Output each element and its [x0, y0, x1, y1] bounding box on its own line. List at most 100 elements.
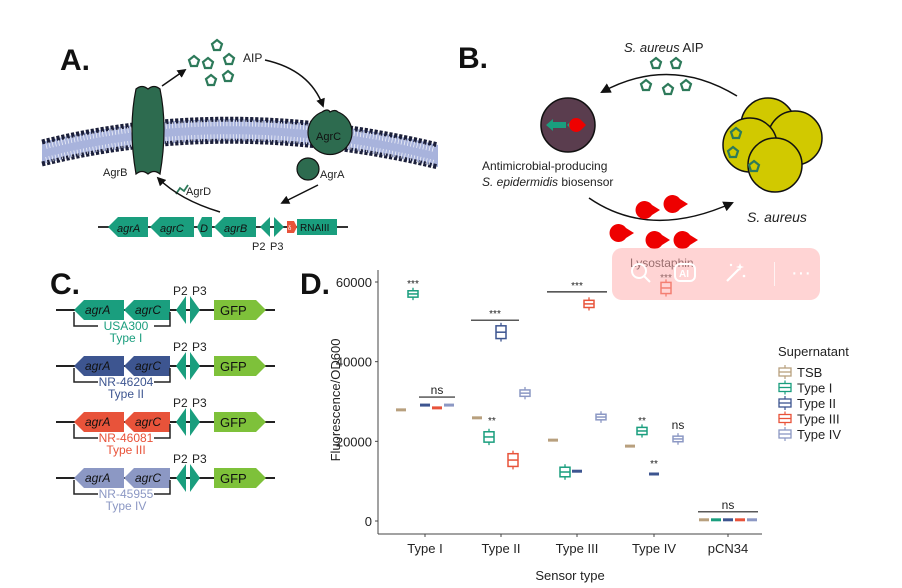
box-type-ii	[649, 472, 659, 476]
gene-agra-label: agrA	[85, 359, 110, 373]
s-aureus-aip-label: S. aureus AIP	[624, 40, 704, 55]
gene-agra-arrow	[74, 356, 124, 376]
agr-operon: agrA agrC D agrB δ RNAIII P2 P3	[98, 217, 348, 253]
svg-text:agrB: agrB	[224, 223, 247, 235]
box-type-ii	[723, 518, 733, 522]
box-type-i	[483, 428, 495, 446]
box-type-i	[407, 287, 419, 301]
aip-molecules-b	[639, 56, 693, 96]
promoter-p3	[190, 464, 200, 492]
aip-inside-s-aureus	[726, 126, 761, 173]
ai-icon[interactable]: AI	[672, 260, 698, 286]
box-type-iv	[747, 518, 757, 522]
gene-agra-label: agrA	[85, 415, 110, 429]
s-aureus-cluster	[722, 97, 823, 193]
legend-label: Type II	[797, 396, 836, 411]
search-icon[interactable]	[628, 260, 654, 286]
s-aureus-label: S. aureus	[747, 209, 807, 225]
agra-label: AgrA	[320, 169, 345, 181]
legend-label: Type IV	[797, 427, 841, 442]
promoter-p2	[176, 464, 186, 492]
box-type-ii	[495, 322, 507, 342]
box-tsb	[699, 518, 709, 522]
box-tsb	[472, 416, 482, 420]
x-tick-label: Type IV	[632, 541, 676, 556]
gene-agrc-arrow	[124, 356, 170, 376]
agrb-label: AgrB	[103, 167, 127, 179]
promoter-p2	[176, 296, 186, 324]
gene-agrc-arrow	[124, 412, 170, 432]
y-tick-label: 0	[365, 514, 372, 529]
box-type-i	[636, 424, 648, 438]
promoter-p2-label: P2	[173, 396, 188, 410]
panel-b-letter: B.	[458, 42, 488, 75]
significance-label: ***	[571, 281, 583, 292]
gfp-reporter-arrow	[214, 356, 266, 376]
gene-agrc-arrow	[124, 468, 170, 488]
box-tsb	[625, 444, 635, 448]
agrc-label: AgrC	[316, 131, 341, 143]
panel-b-diagram: S. aureus AIP Antimicrobial-producing S.…	[482, 40, 823, 270]
promoter-p2	[176, 408, 186, 436]
significance-label: ns	[431, 383, 444, 397]
type-label: Type IV	[106, 499, 147, 513]
y-tick-label: 40000	[336, 355, 372, 370]
gene-agrc-label: agrC	[135, 359, 161, 373]
promoter-p2	[176, 352, 186, 380]
lysostaphin-molecules	[609, 195, 698, 250]
svg-text:agrA: agrA	[117, 223, 140, 235]
type-label: Type II	[108, 387, 144, 401]
promoter-p3-label: P3	[192, 284, 207, 298]
strain-label: NR-46204	[99, 375, 154, 389]
box-type-iii	[583, 297, 595, 311]
significance-label: **	[650, 459, 658, 470]
more-icon[interactable]: ···	[791, 262, 811, 284]
agrb-protein	[131, 85, 165, 176]
legend-label: Type I	[797, 381, 832, 396]
aip-molecules	[187, 38, 236, 87]
promoter-p2-label: P2	[173, 340, 188, 354]
gfp-label: GFP	[220, 359, 247, 374]
box-tsb	[396, 408, 406, 412]
bracket-right	[154, 368, 171, 383]
gene-agrc-label: agrC	[135, 415, 161, 429]
promoter-p2-label: P2	[173, 452, 188, 466]
gfp-reporter-arrow	[214, 468, 266, 488]
box-type-i	[559, 464, 571, 480]
legend-item: Type II	[778, 396, 836, 411]
promoter-p3	[190, 408, 200, 436]
legend-item: TSB	[778, 365, 822, 380]
aip-label: AIP	[243, 51, 262, 65]
svg-text:RNAIII: RNAIII	[300, 223, 329, 234]
bracket-left	[73, 424, 98, 439]
panel-d-letter: D.	[300, 268, 330, 301]
box-type-ii	[420, 403, 430, 407]
floating-toolbar: AI ···	[612, 248, 820, 300]
box-type-iv	[444, 403, 454, 407]
svg-text:P3: P3	[270, 241, 283, 253]
promoter-p3-label: P3	[192, 452, 207, 466]
legend-item: Type I	[778, 380, 832, 396]
x-tick-label: Type I	[407, 541, 442, 556]
strain-label: NR-46081	[99, 431, 154, 445]
gfp-reporter-arrow	[214, 300, 266, 320]
promoter-p2-label: P2	[173, 284, 188, 298]
significance-label: ***	[489, 309, 501, 320]
gene-agra-arrow	[74, 412, 124, 432]
promoter-p3	[190, 296, 200, 324]
box-type-i	[711, 518, 721, 522]
legend-item: Type III	[778, 411, 840, 427]
type-label: Type III	[106, 443, 145, 457]
significance-label: **	[488, 416, 496, 427]
gfp-label: GFP	[220, 303, 247, 318]
strain-label: NR-45955	[99, 487, 154, 501]
significance-label: **	[638, 416, 646, 427]
svg-text:P2: P2	[252, 241, 265, 253]
box-type-iv	[672, 433, 684, 445]
magic-wand-icon[interactable]	[722, 260, 748, 286]
